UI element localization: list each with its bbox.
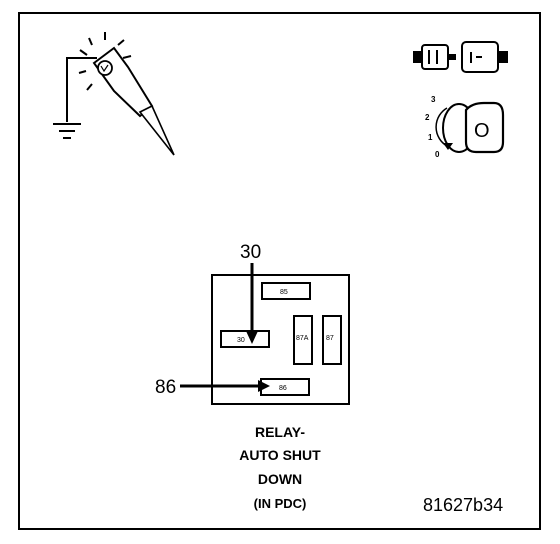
callout-arrow-86 [180, 380, 270, 392]
relay-pin-85-label: 85 [280, 289, 288, 296]
ignition-key-letter: O [474, 120, 490, 142]
relay-pin-30 [220, 330, 270, 348]
ignition-position-2: 2 [425, 113, 430, 122]
ignition-position-1: 1 [428, 133, 433, 142]
relay-pin-87 [322, 315, 342, 365]
relay-pin-30-label: 30 [237, 337, 245, 344]
caption-line-2: AUTO SHUT [239, 447, 321, 463]
callout-label-86: 86 [155, 377, 176, 398]
caption-line-4: (IN PDC) [254, 496, 307, 511]
relay-pin-87a-label: 87A [296, 335, 309, 342]
ignition-key-icon: 3 2 1 0 O [425, 95, 505, 159]
figure-id: 81627b34 [423, 495, 503, 515]
diagram-frame [18, 12, 541, 530]
callout-arrow-30 [246, 263, 258, 344]
relay-pin-85 [261, 282, 311, 300]
ignition-position-3: 3 [431, 95, 436, 104]
connector-disconnect-icon [413, 41, 508, 73]
test-light-probe-icon [66, 32, 175, 156]
ignition-position-0: 0 [435, 150, 440, 159]
relay-pin-86-label: 86 [279, 385, 287, 392]
ground-symbol-icon [53, 123, 81, 139]
callout-label-30: 30 [240, 242, 261, 263]
caption-line-3: DOWN [258, 471, 302, 487]
caption-line-1: RELAY- [255, 424, 305, 440]
relay-pin-87a [293, 315, 313, 365]
relay-pin-87-label: 87 [326, 335, 334, 342]
